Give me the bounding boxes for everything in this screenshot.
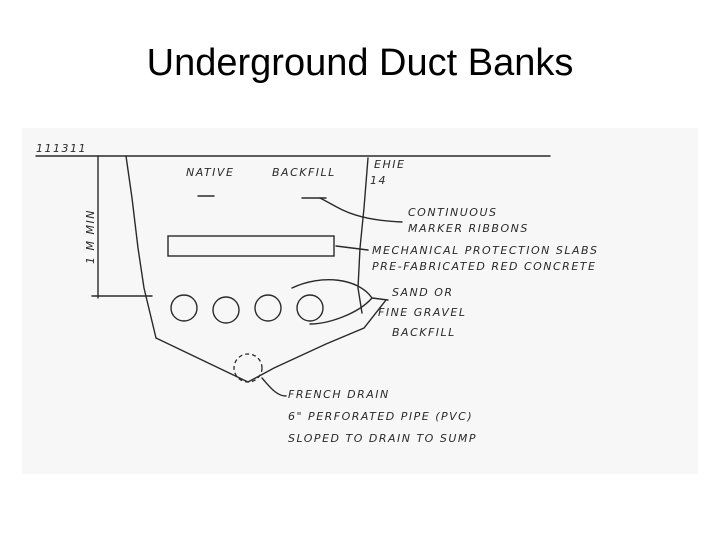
ribbons-line-1: CONTINUOUS (408, 206, 498, 219)
protection-slab (167, 235, 335, 257)
drain-leader (261, 377, 287, 397)
sand-leader (371, 297, 389, 301)
backfill-label: BACKFILL (272, 166, 336, 179)
trench-left-wall (125, 155, 157, 339)
trench-right-wall (357, 157, 369, 314)
drain-line-1: FRENCH DRAIN (288, 388, 390, 401)
slab-leader (335, 245, 369, 251)
duct-bank-drawing: 111311 NATIVE BACKFILL EHIE 14 1 M MIN C… (35, 142, 599, 445)
protection-line-2: PRE-FABRICATED RED CONCRETE (372, 260, 596, 273)
sand-line-2: FINE GRAVEL (378, 306, 467, 319)
conduit-2 (212, 296, 240, 324)
conduit-1 (170, 294, 198, 322)
right-mark-2: 14 (370, 174, 387, 187)
trench-bottom (155, 299, 387, 383)
ribbon-leader (319, 197, 403, 223)
sand-line-1: SAND OR (392, 286, 454, 299)
drain-line-2: 6" PERFORATED PIPE (PVC) (288, 410, 473, 423)
protection-line-1: MECHANICAL PROTECTION SLABS (372, 244, 599, 257)
conduit-3 (254, 294, 282, 322)
ribbons-line-2: MARKER RIBBONS (408, 222, 529, 235)
native-label: NATIVE (186, 166, 234, 179)
french-drain-pipe (233, 353, 263, 383)
grade-mark: 111311 (36, 142, 87, 155)
conduit-4 (296, 294, 324, 322)
depth-dimension-line (91, 155, 153, 299)
drain-line-3: SLOPED TO DRAIN TO SUMP (288, 432, 477, 445)
duct-bank-sketch: 111311 NATIVE BACKFILL EHIE 14 1 M MIN C… (22, 128, 698, 474)
right-mark: EHIE (374, 158, 405, 171)
sand-line-3: BACKFILL (392, 326, 456, 339)
slide-title: Underground Duct Banks (146, 42, 574, 84)
depth-label: 1 M MIN (84, 209, 97, 264)
